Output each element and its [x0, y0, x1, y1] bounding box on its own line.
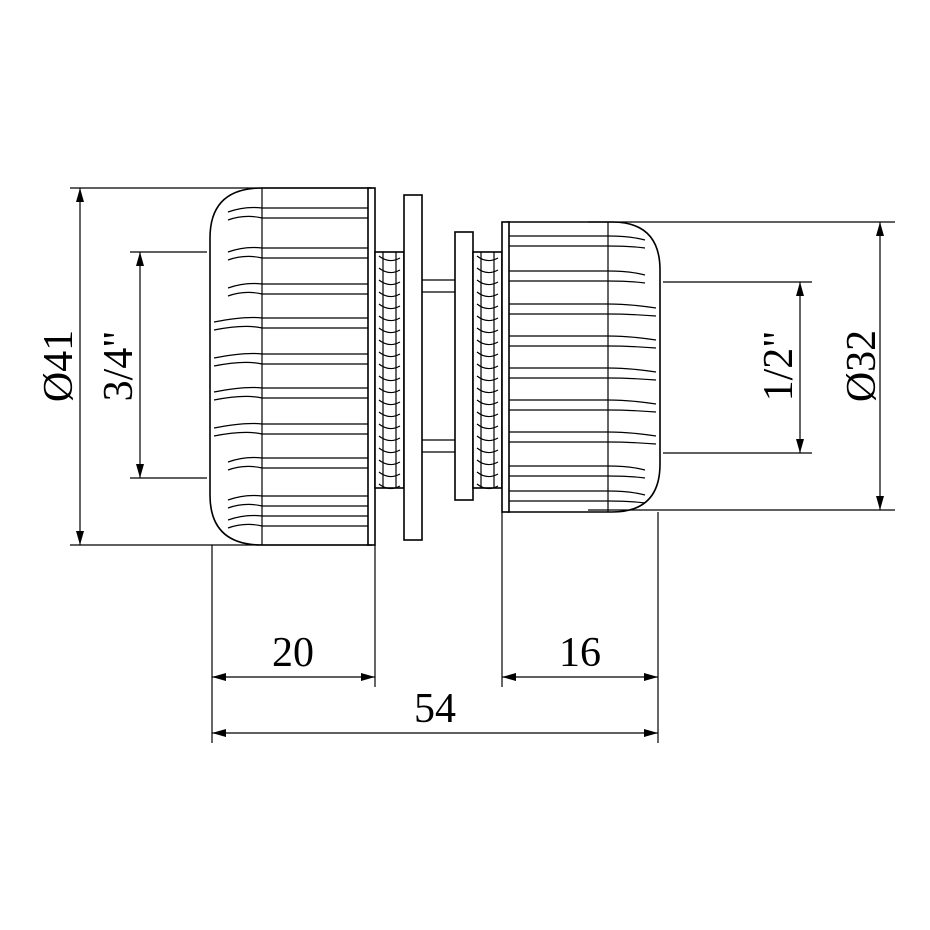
- flange-plate-right: [454, 231, 474, 501]
- drawing-detail: [476, 327, 499, 334]
- drawing-detail: [378, 339, 401, 346]
- drawing-detail: [213, 325, 368, 331]
- drawing-detail: [213, 361, 368, 367]
- drawing-detail: [227, 282, 368, 289]
- left-nut: [209, 187, 376, 546]
- drawing-detail: [476, 435, 499, 442]
- drawing-detail: [509, 303, 657, 309]
- drawing-detail: [378, 399, 401, 406]
- dim-label-16: 16: [559, 630, 601, 676]
- drawing-detail: [213, 431, 368, 437]
- drawing-detail: [476, 387, 499, 394]
- drawing-detail: [378, 387, 401, 394]
- drawing-detail: [227, 503, 368, 509]
- drawing-detail: [476, 411, 499, 418]
- drawing-detail: [227, 246, 368, 253]
- drawing-detail: [213, 386, 368, 393]
- drawing-detail: [227, 291, 368, 297]
- drawing-detail: [213, 395, 368, 401]
- drawing-detail: [509, 441, 657, 445]
- drawing-detail: [378, 471, 401, 478]
- drawing-detail: [476, 267, 499, 274]
- drawing-detail: [509, 345, 657, 349]
- drawing-detail: [378, 435, 401, 442]
- drawing-detail: [378, 315, 401, 322]
- dimension-outer-diameter-right: Ø32: [588, 221, 895, 511]
- right-nut: [501, 221, 661, 513]
- drawing-detail: [213, 352, 368, 359]
- drawing-detail: [509, 409, 657, 413]
- drawing-detail: [378, 447, 401, 454]
- drawing-detail: [378, 483, 401, 490]
- dim-label-1-2: 1/2": [756, 331, 802, 402]
- drawing-detail: [509, 431, 657, 437]
- drawing-detail: [378, 363, 401, 370]
- dimension-length-right: 16: [502, 630, 658, 681]
- drawing-detail: [378, 327, 401, 334]
- drawing-detail: [476, 471, 499, 478]
- drawing-detail: [509, 399, 657, 405]
- drawing-detail: [476, 399, 499, 406]
- drawing-detail: [509, 475, 646, 479]
- dimension-hose-right: 1/2": [663, 281, 812, 454]
- drawing-detail: [509, 235, 646, 241]
- drawing-detail: [476, 291, 499, 298]
- left-thread: [374, 251, 405, 490]
- dimension-length-left: 20: [212, 630, 375, 681]
- drawing-detail: [378, 291, 401, 298]
- drawing-detail: [509, 270, 646, 276]
- drawing-detail: [476, 351, 499, 358]
- drawing-detail: [378, 303, 401, 310]
- dim-label-d32: Ø32: [839, 330, 885, 402]
- drawing-detail: [509, 377, 657, 381]
- drawing-detail: [378, 423, 401, 430]
- dimension-overall-length: 54: [212, 686, 658, 737]
- drawing-detail: [213, 422, 368, 429]
- dim-label-54: 54: [414, 686, 456, 732]
- right-thread: [472, 251, 503, 490]
- drawing-detail: [476, 303, 499, 310]
- drawing-detail: [509, 500, 646, 504]
- drawing-detail: [509, 335, 657, 341]
- drawing-detail: [509, 280, 646, 284]
- drawing-detail: [476, 483, 499, 490]
- dimension-hose-left: 3/4": [96, 251, 207, 479]
- drawing-detail: [378, 411, 401, 418]
- drawing-detail: [476, 363, 499, 370]
- drawing-detail: [378, 279, 401, 286]
- dimension-outer-diameter-left: Ø41: [36, 187, 372, 546]
- dim-label-d41: Ø41: [36, 330, 82, 402]
- drawing-detail: [378, 267, 401, 274]
- drawing-detail: [213, 316, 368, 323]
- drawing-detail: [476, 423, 499, 430]
- drawing-detail: [509, 245, 646, 249]
- drawing-detail: [378, 255, 401, 262]
- dim-label-20: 20: [272, 630, 314, 676]
- flange-plate-left: [403, 194, 423, 541]
- drawing-detail: [476, 375, 499, 382]
- drawing-detail: [476, 459, 499, 466]
- drawing-detail: [227, 255, 368, 261]
- drawing-detail: [476, 255, 499, 262]
- drawing-detail: [476, 447, 499, 454]
- drawing-detail: [227, 215, 368, 221]
- drawing-detail: [509, 465, 646, 471]
- drawing-detail: [227, 523, 368, 529]
- drawing-detail: [378, 351, 401, 358]
- drawing-detail: [509, 490, 646, 496]
- drawing-detail: [509, 313, 657, 317]
- drawing-detail: [227, 494, 368, 501]
- drawing-detail: [476, 315, 499, 322]
- drawing-detail: [476, 339, 499, 346]
- drawing-detail: [227, 465, 368, 471]
- dim-label-3-4: 3/4": [96, 331, 142, 402]
- drawing-detail: [378, 459, 401, 466]
- drawing-detail: [227, 206, 368, 213]
- drawing-detail: [476, 279, 499, 286]
- drawing-detail: [378, 375, 401, 382]
- drawing-detail: [227, 456, 368, 463]
- drawing-detail: [227, 514, 368, 521]
- drawing-detail: [509, 367, 657, 373]
